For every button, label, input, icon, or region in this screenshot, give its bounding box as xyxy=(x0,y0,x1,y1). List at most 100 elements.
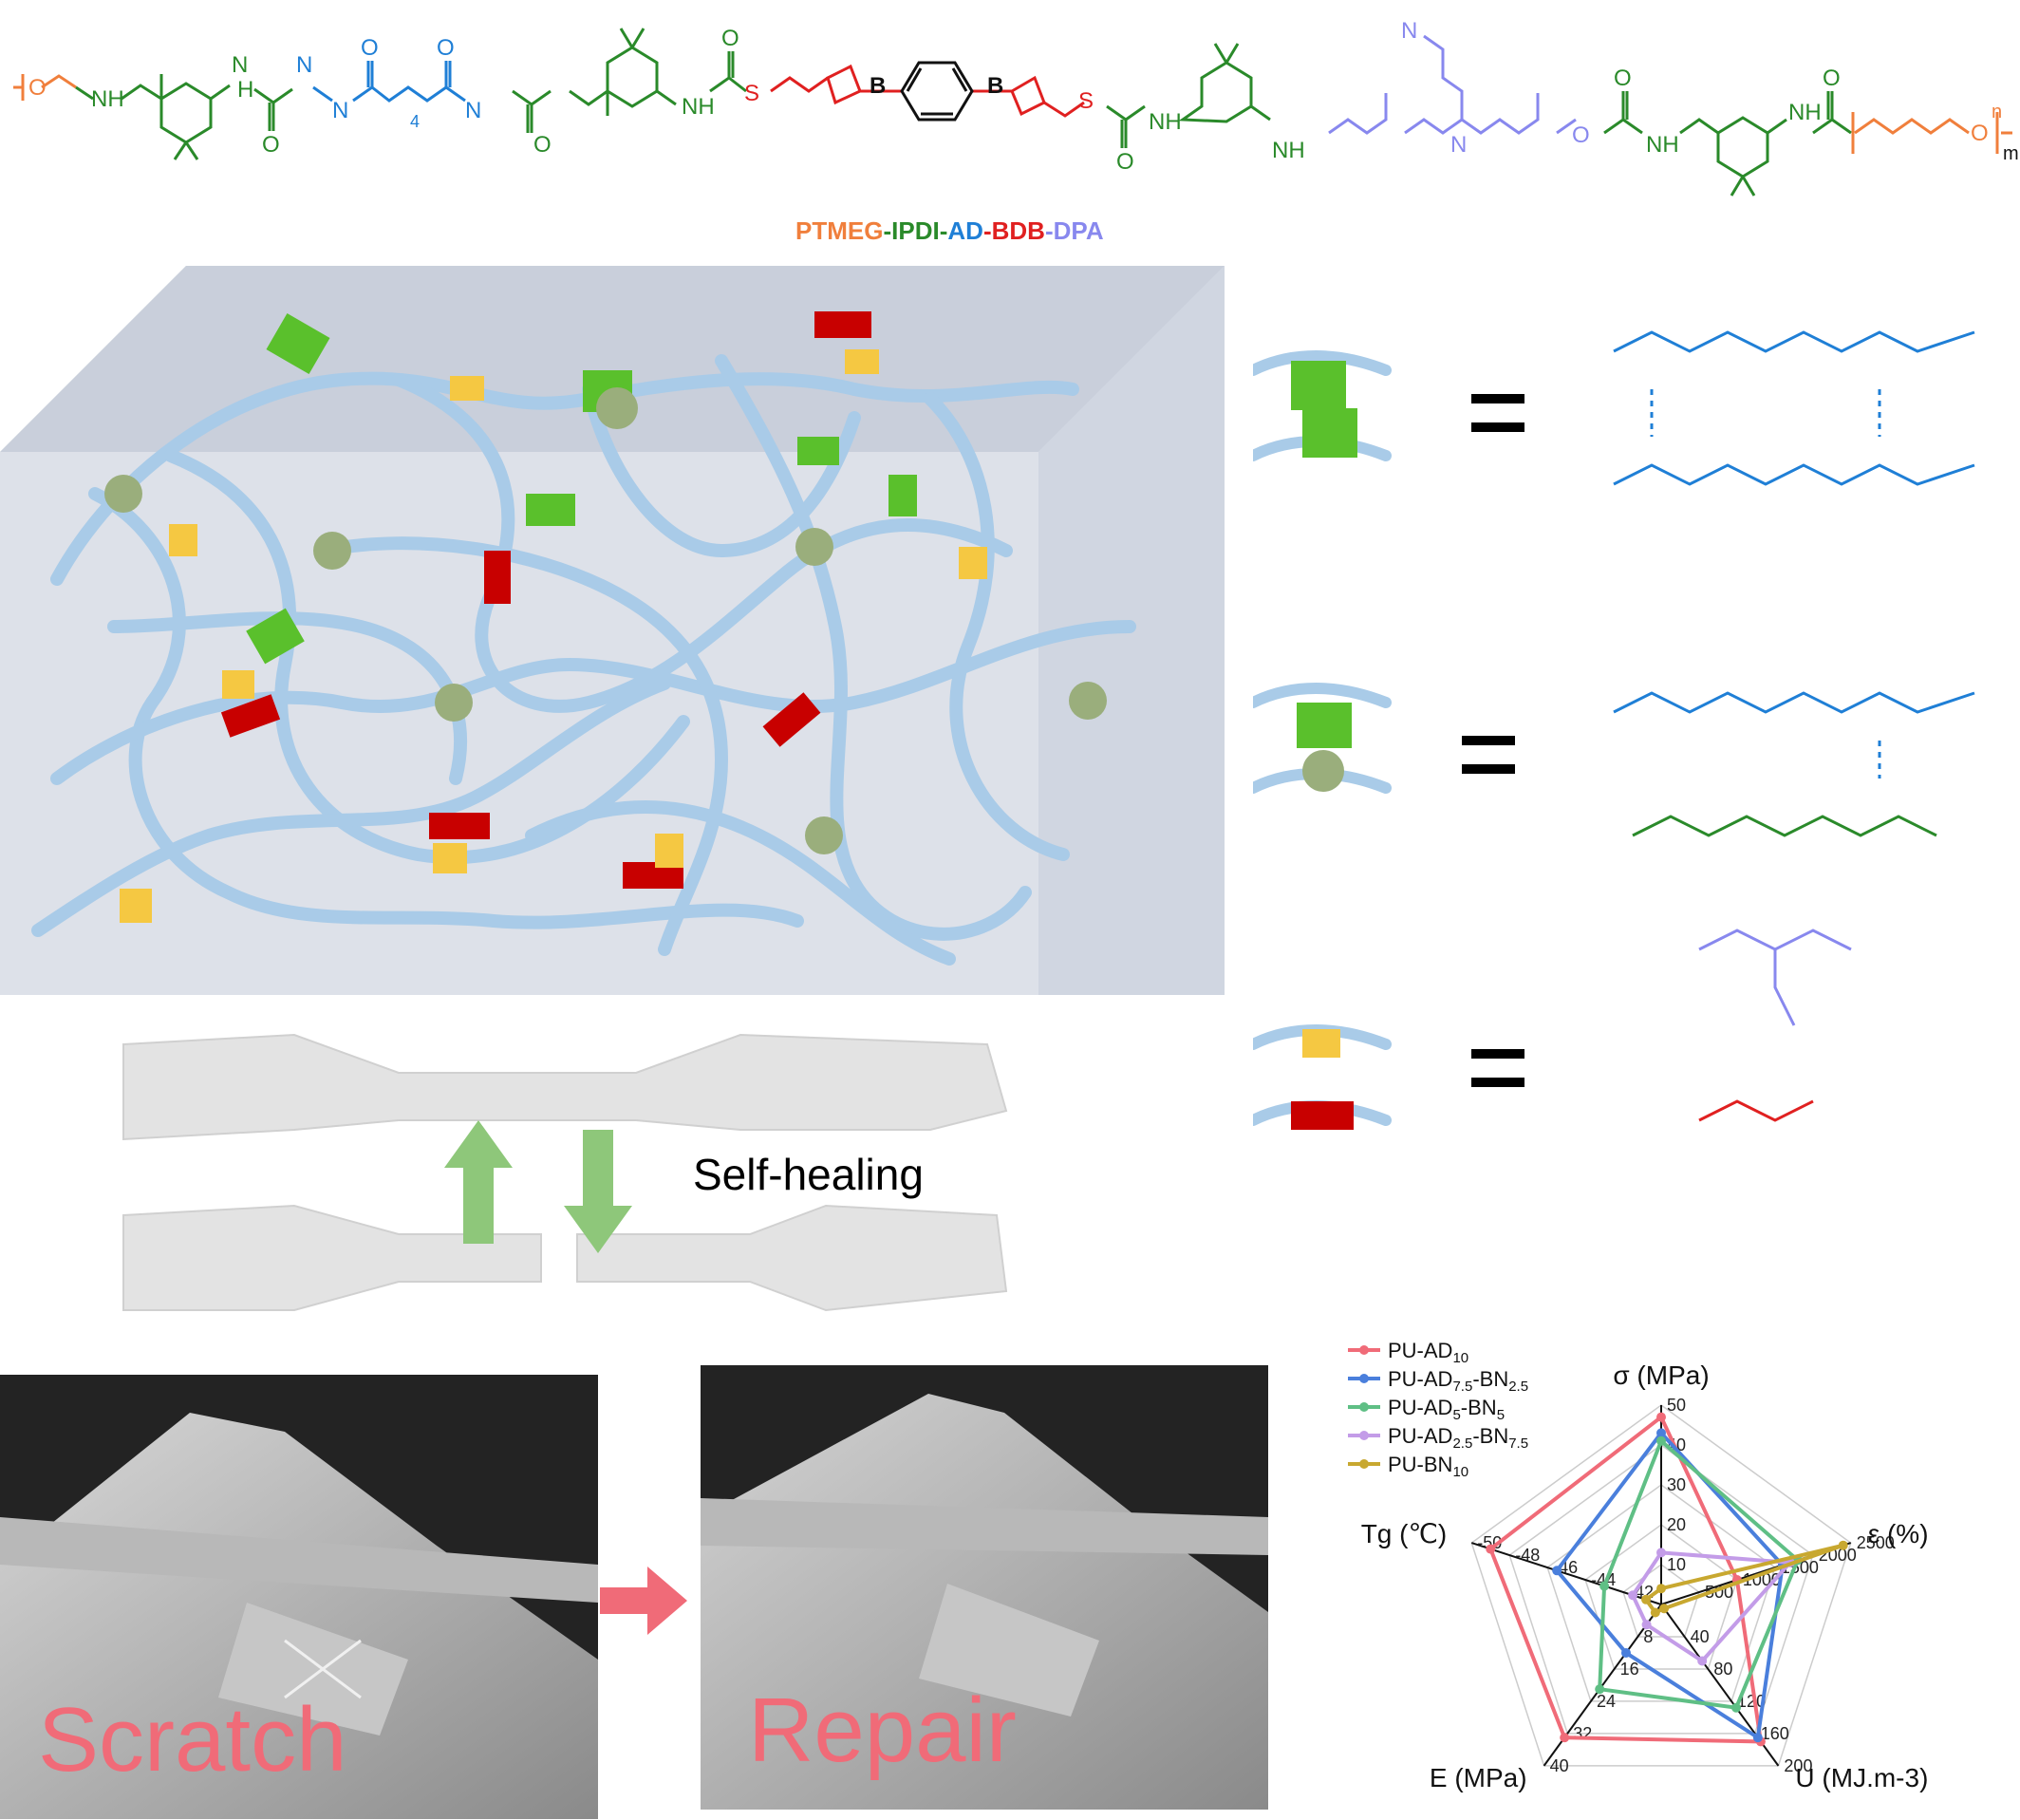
tick-label: 120 xyxy=(1737,1692,1766,1711)
legend-marker xyxy=(1359,1402,1369,1412)
o-atom: O xyxy=(721,26,739,51)
ad-ipdi-hbond-structure xyxy=(1613,691,1975,779)
equals-icon xyxy=(1462,736,1515,774)
dpa-bdb-structure xyxy=(1698,929,1852,1026)
yellow-block-icon xyxy=(1302,1029,1340,1058)
yellow-blocks xyxy=(120,349,987,923)
polymer-structure: O NH N H O N N O 4 O N O NH O S S xyxy=(13,18,2019,197)
n-atom: N xyxy=(232,52,248,78)
legend-marker xyxy=(1359,1459,1369,1469)
tick-label: 32 xyxy=(1573,1724,1592,1743)
o-atom: O xyxy=(1823,66,1841,91)
legend-label: PU-AD7.5-BN2.5 xyxy=(1388,1367,1528,1395)
green-block-icon xyxy=(1297,703,1352,748)
green-block-icon xyxy=(1291,361,1346,410)
series-1-line xyxy=(1554,1430,1785,1741)
scratch-label: Scratch xyxy=(38,1689,347,1791)
name-part: AD xyxy=(947,216,983,245)
o-atom: O xyxy=(1614,66,1632,91)
legend-label: PU-AD5-BN5 xyxy=(1388,1396,1505,1423)
right-arrow-icon xyxy=(600,1567,687,1640)
o-atom: O xyxy=(361,35,379,61)
red-blocks xyxy=(220,311,871,889)
ad-ad-hbond-structure xyxy=(1613,330,1975,486)
tick-label: 50 xyxy=(1667,1396,1686,1415)
legend-marker xyxy=(1359,1345,1369,1355)
series-4-point xyxy=(1659,1604,1670,1614)
n-atom: N xyxy=(1401,18,1417,44)
tick-label: 8 xyxy=(1643,1627,1653,1646)
nh-label: NH xyxy=(91,86,124,112)
aircraft-image xyxy=(0,1413,598,1819)
series-2-point xyxy=(1730,1702,1741,1713)
o-atom: O xyxy=(262,132,280,158)
grid-ring xyxy=(1470,1404,1852,1767)
interaction-legend xyxy=(1253,330,1975,1130)
polymer-name: PTMEG-IPDI-AD-BDB-DPA xyxy=(795,216,1104,246)
series-4-point xyxy=(1641,1594,1652,1604)
radar-axis-labels: σ (MPa)ε (%)U (MJ.m-3)E (MPa)Tg (℃) xyxy=(1361,1360,1929,1792)
tick-label: 10 xyxy=(1667,1555,1686,1574)
nh-label: NH xyxy=(1149,109,1182,135)
aircraft-image xyxy=(701,1394,1268,1810)
h-atom: H xyxy=(237,77,253,103)
tick-label: 24 xyxy=(1597,1692,1616,1711)
nh-label: NH xyxy=(682,94,715,120)
nh-label: NH xyxy=(1788,100,1822,125)
series-3-point xyxy=(1697,1656,1708,1666)
series-2-point xyxy=(1595,1684,1605,1695)
ad-repeat-count: 4 xyxy=(410,112,420,131)
repeat-m: m xyxy=(2003,143,2019,164)
radar-legend: PU-AD10PU-AD7.5-BN2.5PU-AD5-BN5PU-AD2.5-… xyxy=(1348,1339,1528,1480)
red-block-icon xyxy=(1291,1101,1354,1130)
radar-series xyxy=(1486,1412,1848,1747)
down-arrow-icon xyxy=(564,1130,632,1253)
polymer-chains xyxy=(31,354,1136,966)
tick-label: -50 xyxy=(1477,1533,1502,1552)
name-part: - xyxy=(982,216,992,245)
name-part: - xyxy=(939,216,948,245)
o-atom: O xyxy=(1116,149,1134,175)
tick-label: 40 xyxy=(1550,1756,1569,1775)
tick-label: 30 xyxy=(1667,1475,1686,1494)
series-1-point xyxy=(1752,1733,1763,1743)
b-atom: B xyxy=(870,73,886,99)
series-0-line xyxy=(1487,1414,1764,1744)
scratch-photo: Scratch xyxy=(0,1375,598,1819)
grid-ring xyxy=(1546,1484,1776,1702)
series-3-point xyxy=(1641,1620,1652,1630)
n-atom: N xyxy=(1450,132,1467,158)
tick-label: -48 xyxy=(1515,1546,1540,1565)
n-atom: N xyxy=(296,52,312,78)
dogbone-specimens xyxy=(122,1033,1008,1312)
nh-label: NH xyxy=(1646,132,1679,158)
axis-label: σ (MPa) xyxy=(1613,1360,1709,1390)
o-atom: O xyxy=(1971,121,1989,146)
repair-label: Repair xyxy=(748,1679,1017,1781)
series-2-point xyxy=(1656,1435,1666,1446)
o-atom: O xyxy=(533,132,552,158)
series-3-point xyxy=(1656,1548,1666,1558)
repair-photo: Repair xyxy=(701,1365,1268,1810)
series-2-line xyxy=(1598,1437,1801,1710)
tick-label: 2500 xyxy=(1857,1533,1895,1552)
n-atom: N xyxy=(465,98,481,123)
olive-pac-icon xyxy=(1302,750,1344,792)
o-atom-label: O xyxy=(28,75,47,101)
s-atom: S xyxy=(744,81,759,106)
name-part: DPA xyxy=(1053,216,1104,245)
series-0-point xyxy=(1560,1733,1570,1743)
name-part: IPDI xyxy=(891,216,940,245)
legend-label: PU-AD2.5-BN7.5 xyxy=(1388,1424,1528,1452)
green-block-icon xyxy=(1302,408,1357,458)
equals-icon xyxy=(1471,1049,1524,1087)
s-atom: S xyxy=(1078,88,1094,114)
tick-label: 20 xyxy=(1667,1515,1686,1534)
polymer-network-box xyxy=(0,266,1225,995)
axis-label: Tg (℃) xyxy=(1361,1519,1448,1548)
nh-label: NH xyxy=(1272,138,1305,163)
tick-label: 16 xyxy=(1620,1660,1639,1679)
legend-marker xyxy=(1359,1431,1369,1440)
b-atom: B xyxy=(987,73,1003,99)
o-atom: O xyxy=(437,35,455,61)
